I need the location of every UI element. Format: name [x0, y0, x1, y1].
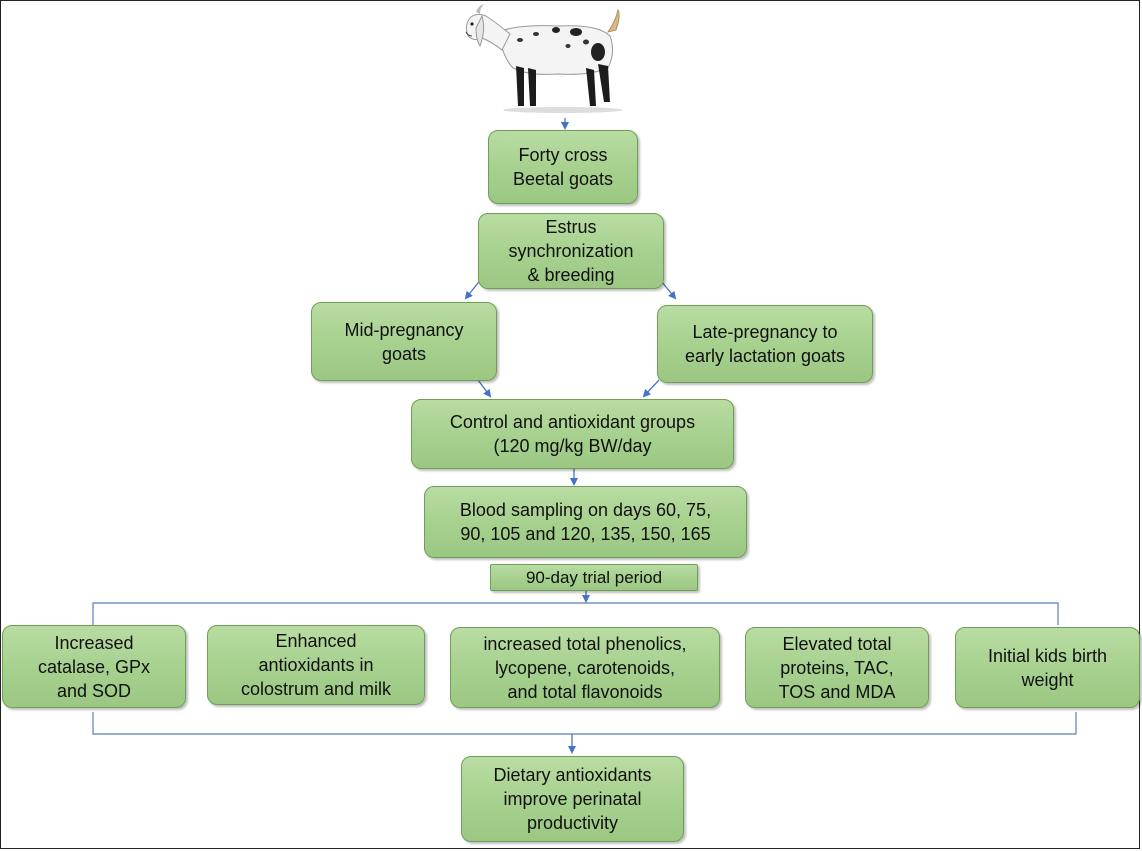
node-late-pregnancy-goats: Late-pregnancy to early lactation goats [657, 305, 873, 383]
node-mid-pregnancy-goats: Mid-pregnancy goats [311, 302, 497, 381]
arrow-n3-to-n5 [477, 379, 492, 398]
node-blood-sampling: Blood sampling on days 60, 75, 90, 105 a… [424, 486, 747, 558]
outcome-elevated-proteins: Elevated total proteins, TAC, TOS and MD… [745, 627, 929, 708]
node-trial-period: 90-day trial period [490, 564, 698, 591]
node-label: Initial kids birth weight [987, 645, 1108, 690]
node-label: Control and antioxidant groups (120 mg/k… [449, 412, 696, 456]
node-label: Enhanced antioxidants in colostrum and m… [240, 631, 392, 699]
node-label: Estrus synchronization & breeding [508, 217, 634, 285]
node-label: Mid-pregnancy goats [344, 319, 464, 364]
outcome-increased-enzymes: Increased catalase, GPx and SOD [2, 625, 186, 708]
node-label: Late-pregnancy to early lactation goats [684, 322, 846, 366]
node-estrus-synchronization: Estrus synchronization & breeding [478, 213, 664, 289]
node-final-conclusion: Dietary antioxidants improve perinatal p… [461, 756, 684, 842]
outcome-kids-birth-weight: Initial kids birth weight [955, 627, 1140, 708]
node-label: Elevated total proteins, TAC, TOS and MD… [778, 633, 896, 702]
node-label: Dietary antioxidants improve perinatal p… [493, 765, 652, 833]
node-label: Increased catalase, GPx and SOD [37, 632, 151, 701]
node-forty-cross-beetal-goats: Forty cross Beetal goats [488, 130, 638, 204]
bracket-bottom [92, 712, 1077, 735]
node-label: 90-day trial period [525, 567, 663, 587]
node-control-antioxidant-groups: Control and antioxidant groups (120 mg/k… [411, 399, 734, 469]
outcome-enhanced-antioxidants: Enhanced antioxidants in colostrum and m… [207, 625, 425, 705]
outcome-total-phenolics: increased total phenolics, lycopene, car… [450, 627, 720, 708]
node-label: Forty cross Beetal goats [512, 145, 614, 189]
arrow-n2-to-n4 [661, 281, 677, 300]
node-label: increased total phenolics, lycopene, car… [483, 633, 687, 702]
arrow-n4-to-n5 [642, 379, 660, 398]
bracket-top [92, 602, 1059, 625]
node-label: Blood sampling on days 60, 75, 90, 105 a… [459, 500, 712, 544]
goat-photo-icon [465, 4, 623, 113]
